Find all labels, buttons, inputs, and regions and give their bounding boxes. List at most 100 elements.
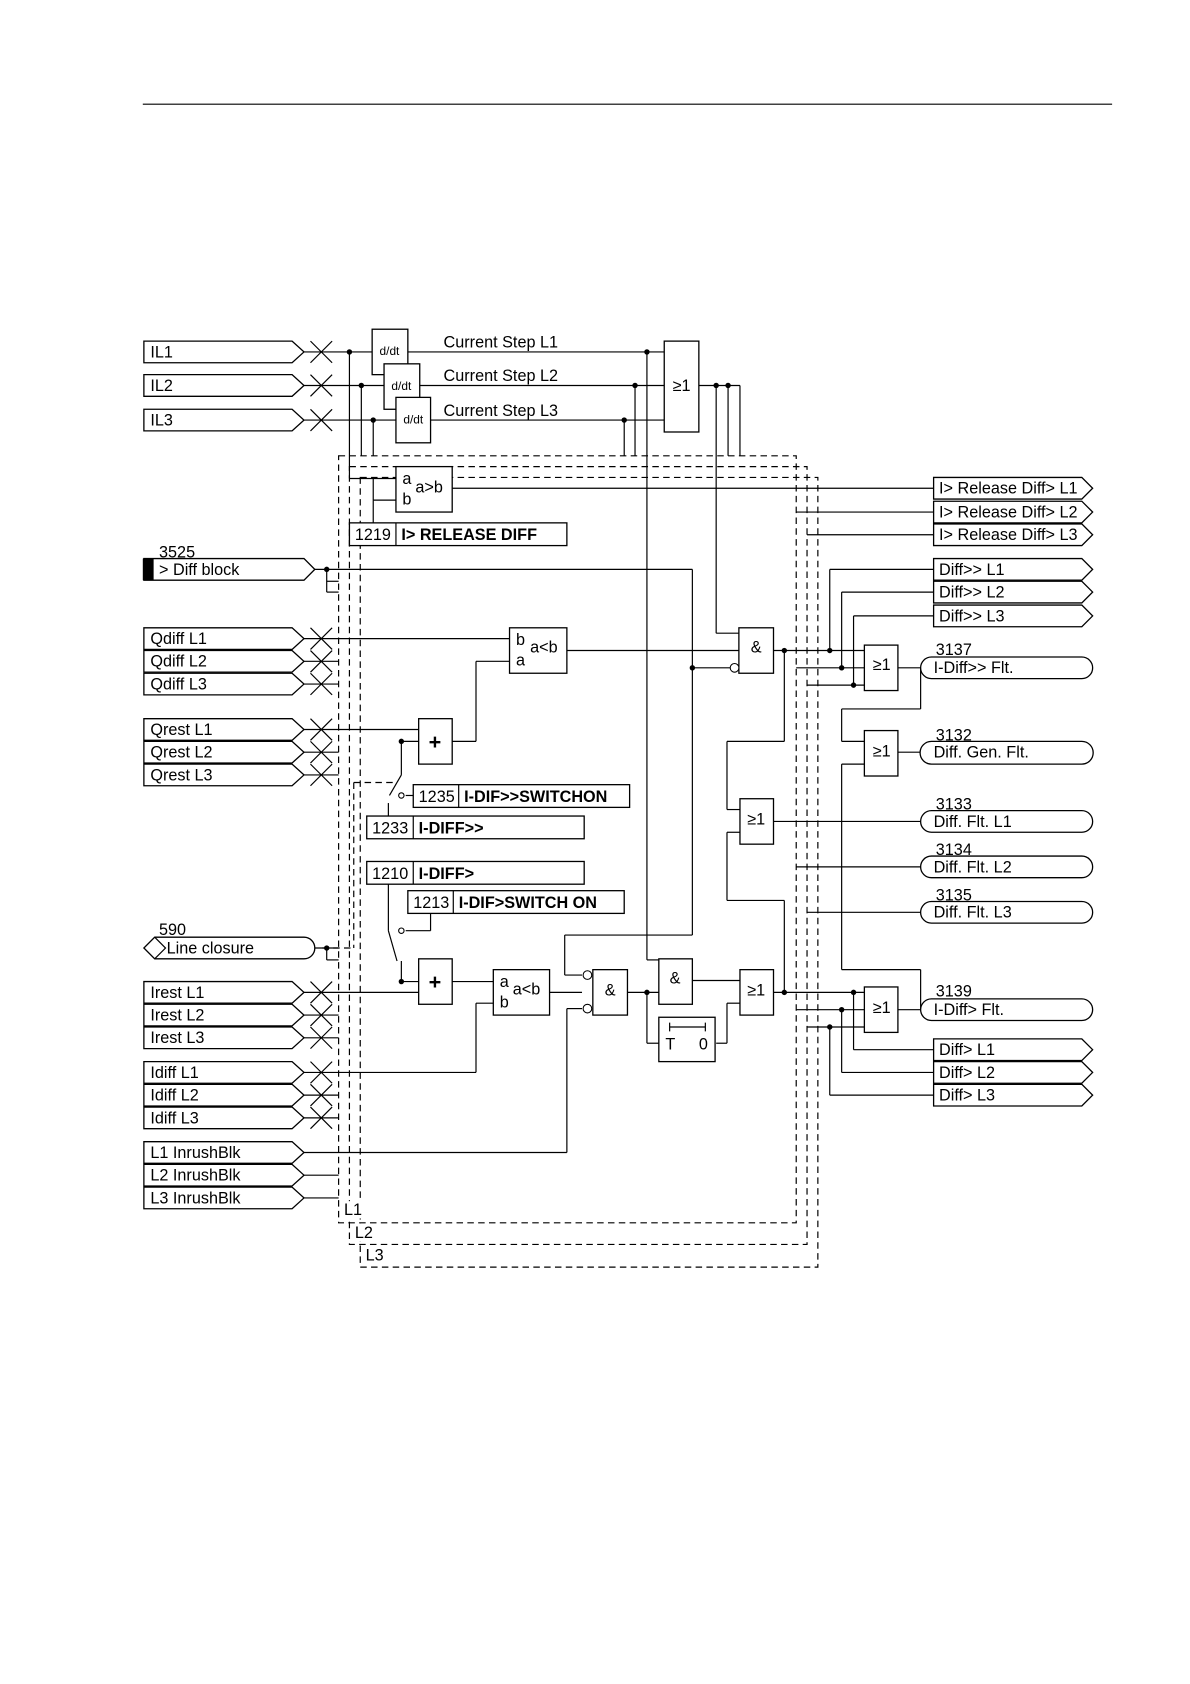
output-number: 3137 xyxy=(936,641,972,659)
comparator-release: a b a>b xyxy=(395,465,453,513)
input-label: Qdiff L2 xyxy=(150,653,207,671)
input-il2: IL2 xyxy=(143,374,305,397)
or-gate-gen: ≥1 xyxy=(863,729,899,777)
sum-qrest: + xyxy=(418,718,453,765)
output-label: Diff>> L2 xyxy=(939,584,1005,602)
output-label: Diff. Flt. L1 xyxy=(934,813,1012,831)
timer-t: T xyxy=(665,1036,675,1054)
phase-label-l1: L1 xyxy=(344,1201,362,1219)
input-label: Irest L2 xyxy=(150,1007,204,1025)
cmp-input-b: b xyxy=(402,490,411,508)
phase-label-l2: L2 xyxy=(355,1224,373,1242)
diff-block-label: > Diff block xyxy=(159,561,240,579)
input-label: Idiff L3 xyxy=(150,1109,198,1127)
output-number: 3139 xyxy=(936,983,972,1001)
input-label: L1 InrushBlk xyxy=(150,1144,241,1162)
or-symbol: ≥1 xyxy=(873,656,891,674)
output-number: 3132 xyxy=(936,726,972,744)
plus-symbol: + xyxy=(429,729,442,754)
or-symbol: ≥1 xyxy=(873,743,891,761)
phase-frames: L1 L2 L3 xyxy=(338,455,819,1268)
signal-marker-icon xyxy=(142,558,154,581)
input-label: Idiff L1 xyxy=(150,1064,198,1082)
input-label: IL3 xyxy=(150,412,173,430)
or-symbol: ≥1 xyxy=(673,377,691,395)
current-step-l2: Current Step L2 xyxy=(444,367,559,385)
input-label: Qrest L1 xyxy=(150,721,212,739)
input-label: Qrest L2 xyxy=(150,744,212,762)
input-inrush-group: L1 InrushBlk L2 InrushBlk L3 InrushBlk xyxy=(143,1141,305,1210)
switch-contact-icon xyxy=(398,792,405,799)
timer-zero: 0 xyxy=(699,1036,708,1054)
input-label: IL2 xyxy=(150,377,173,395)
or-gate-idiffh: ≥1 xyxy=(863,986,899,1034)
and-gate-switchon: & xyxy=(658,958,694,1005)
output-label: I-Diff> Flt. xyxy=(934,1001,1004,1019)
input-label: L2 InrushBlk xyxy=(150,1167,241,1185)
ddt-label: d/dt xyxy=(391,379,412,393)
input-qdiff-group: Qdiff L1 Qdiff L2 Qdiff L3 xyxy=(143,627,305,696)
and-symbol: & xyxy=(751,639,762,657)
wires xyxy=(303,351,934,1199)
output-label: I> Release Diff> L3 xyxy=(939,526,1078,544)
output-diffhh-group: Diff>> L1 Diff>> L2 Diff>> L3 xyxy=(932,557,1094,628)
phase-label-l3: L3 xyxy=(366,1247,384,1265)
cmp-input-a: a xyxy=(500,973,510,991)
input-diff-block: 3525 > Diff block xyxy=(142,543,316,581)
setting-label: I-DIF>SWITCH ON xyxy=(459,894,597,912)
input-qrest-group: Qrest L1 Qrest L2 Qrest L3 xyxy=(143,718,305,787)
setting-1233: 1233 I-DIFF>> xyxy=(366,815,585,840)
plus-symbol: + xyxy=(429,969,442,994)
setting-number: 1219 xyxy=(355,526,391,544)
line-closure-number: 590 xyxy=(159,921,186,939)
setting-number: 1213 xyxy=(413,894,449,912)
cmp-op: a>b xyxy=(415,479,443,497)
output-diffh-group: Diff> L1 Diff> L2 Diff> L3 xyxy=(932,1038,1094,1107)
output-label: Diff. Flt. L2 xyxy=(934,858,1012,876)
input-label: Irest L1 xyxy=(150,984,204,1002)
input-label: Qdiff L1 xyxy=(150,630,207,648)
cmp-op: a<b xyxy=(530,639,558,657)
output-label: Diff> L1 xyxy=(939,1041,995,1059)
output-idiffhh-flt: 3137 I-Diff>> Flt. xyxy=(920,641,1094,680)
output-label: Diff>> L1 xyxy=(939,561,1005,579)
input-label: Idiff L2 xyxy=(150,1087,198,1105)
output-label: I> Release Diff> L1 xyxy=(939,480,1078,498)
sum-irest: + xyxy=(418,958,453,1005)
or-gate-diffh: ≥1 xyxy=(739,969,775,1016)
cmp-input-b: b xyxy=(516,631,525,649)
output-number: 3135 xyxy=(936,886,972,904)
input-label: L3 InrushBlk xyxy=(150,1189,241,1207)
junction-dots xyxy=(324,349,857,1030)
input-il3: IL3 xyxy=(143,408,305,432)
input-label: IL1 xyxy=(150,343,173,361)
setting-label: I> RELEASE DIFF xyxy=(401,526,537,544)
negation-icon xyxy=(729,662,740,673)
setting-1235: 1235 I-DIF>>SWITCHON xyxy=(412,784,631,809)
or-symbol: ≥1 xyxy=(747,982,765,1000)
input-idiff-group: Idiff L1 Idiff L2 Idiff L3 xyxy=(143,1060,305,1130)
output-idiffh-flt: 3139 I-Diff> Flt. xyxy=(920,983,1094,1022)
input-il1: IL1 xyxy=(143,340,305,364)
output-number: 3134 xyxy=(936,841,972,859)
comparator-irest: a b a<b xyxy=(492,969,551,1016)
setting-number: 1233 xyxy=(372,819,408,837)
cmp-op: a<b xyxy=(513,981,541,999)
negation-icon xyxy=(582,970,593,980)
input-label: Qrest L3 xyxy=(150,766,212,784)
setting-number: 1210 xyxy=(372,865,408,883)
output-number: 3133 xyxy=(936,796,972,814)
comparator-qdiff: b a a<b xyxy=(508,627,568,674)
output-flt-l1: 3133 Diff. Flt. L1 xyxy=(920,796,1094,833)
output-label: I-Diff>> Flt. xyxy=(934,659,1014,677)
setting-1210: 1210 I-DIFF> xyxy=(366,860,585,885)
output-label: Diff. Gen. Flt. xyxy=(934,744,1029,762)
ddt-label: d/dt xyxy=(380,344,401,358)
ddt-label: d/dt xyxy=(403,412,424,426)
setting-label: I-DIF>>SWITCHON xyxy=(464,788,607,806)
cmp-input-a: a xyxy=(402,470,412,488)
cmp-input-a: a xyxy=(516,652,526,670)
input-irest-group: Irest L1 Irest L2 Irest L3 xyxy=(143,980,305,1050)
or-gate-flt-phase: ≥1 xyxy=(739,798,775,845)
